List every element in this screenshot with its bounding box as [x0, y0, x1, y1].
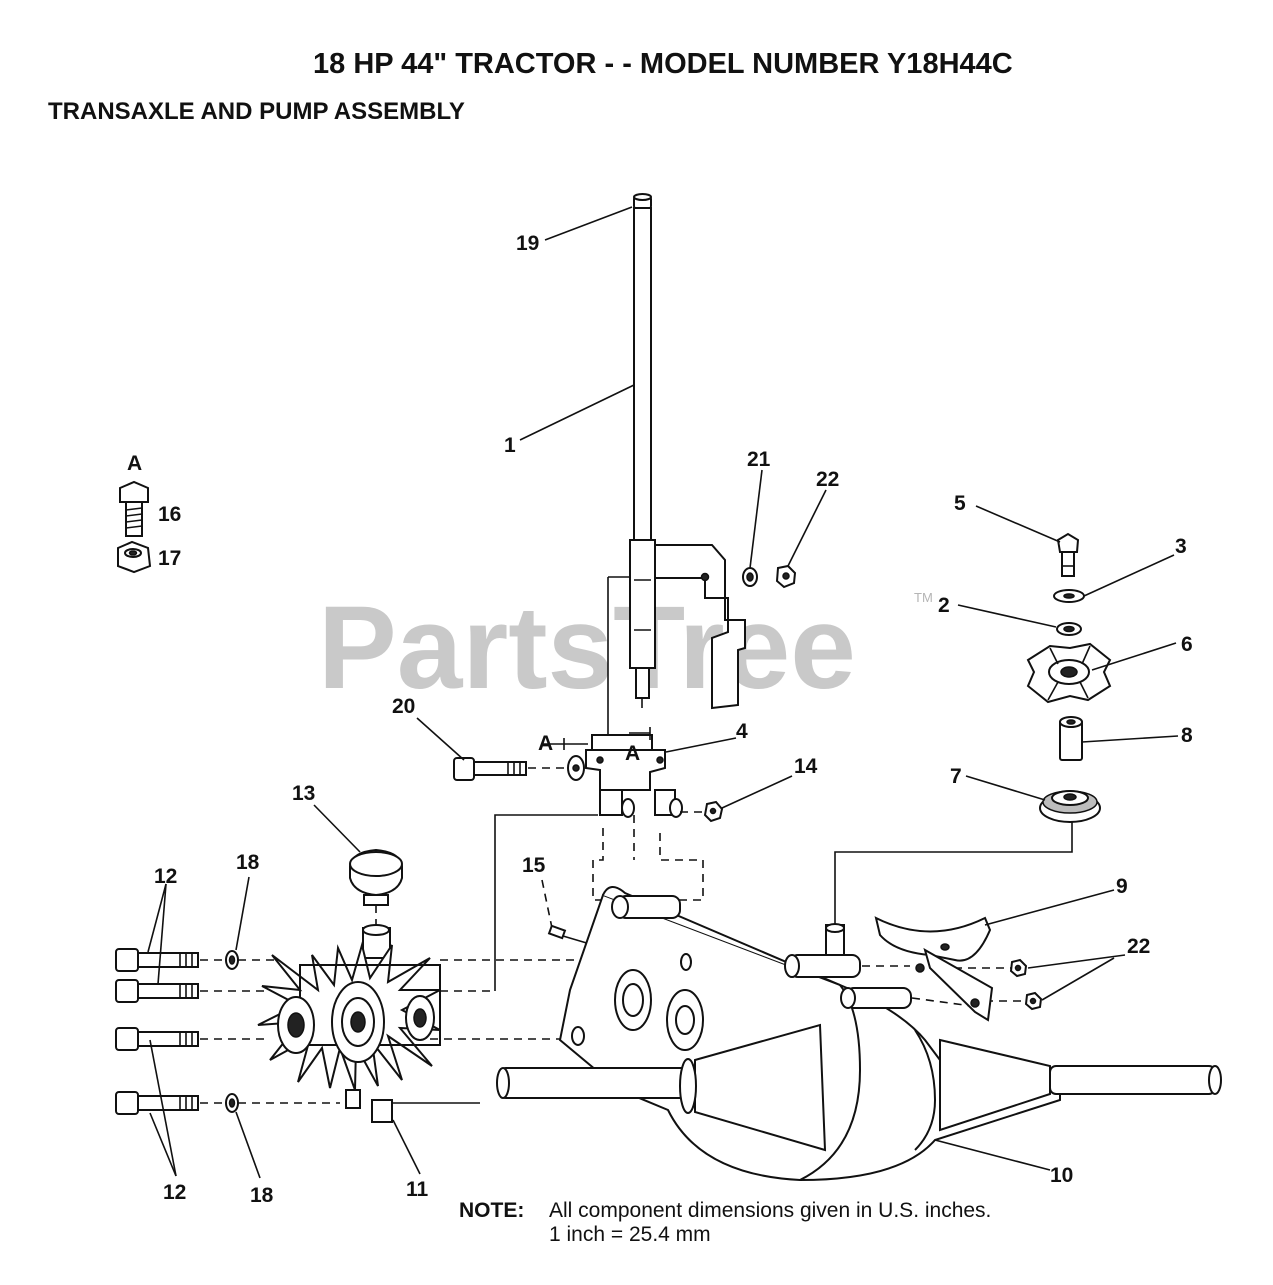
dimension-note: NOTE: All component dimensions given in …: [459, 1199, 991, 1246]
part-22-nut-upper-right: [1009, 958, 1028, 978]
section-title: TRANSAXLE AND PUMP ASSEMBLY: [48, 98, 465, 125]
part-16-bolt: [119, 480, 149, 537]
callout-7: 7: [950, 765, 962, 788]
callout-2: 2: [938, 594, 950, 617]
callout-6: 6: [1181, 633, 1193, 656]
detail-a-left-label: A: [538, 732, 553, 755]
part-3-washer: [1053, 589, 1085, 603]
callout-1: 1: [504, 434, 516, 457]
part-8-spacer: [1059, 716, 1083, 761]
detail-a-key: A: [117, 452, 152, 574]
note-line-1: All component dimensions given in U.S. i…: [549, 1199, 991, 1222]
callout-22-top: 22: [816, 468, 839, 491]
part-22-nut-top: [775, 564, 797, 589]
part-14-nut: [680, 800, 724, 823]
callout-labels: 19 1 21 22 5 3 2 6 8 7 4 14 20 13 15 9 2…: [154, 232, 1193, 1207]
watermark-trademark: TM: [914, 590, 933, 605]
part-4-linkage: [567, 734, 683, 818]
part-9-bracket: [874, 916, 994, 1022]
part-19-cap: [633, 193, 652, 210]
callout-18-top: 18: [236, 851, 260, 874]
callout-12-bottom: 12: [163, 1181, 186, 1204]
part-5-bolt: [1056, 532, 1080, 577]
part-6-fan: [1026, 642, 1112, 704]
page-title: 18 HP 44" TRACTOR - - MODEL NUMBER Y18H4…: [313, 48, 1013, 80]
detail-a-right-label: A: [625, 742, 640, 765]
callout-4: 4: [736, 720, 748, 743]
part-13-fill-cap: [349, 848, 403, 928]
part-1-shift-lever: [629, 207, 746, 710]
callout-17: 17: [158, 547, 181, 570]
part-12-bolts: [115, 948, 199, 1115]
bolt-12-row2: [115, 979, 199, 1003]
note-label: NOTE:: [459, 1199, 524, 1222]
detail-a-label: A: [127, 452, 142, 475]
callout-19: 19: [516, 232, 539, 255]
callout-12-top: 12: [154, 865, 177, 888]
part-15-pin: [541, 879, 591, 945]
callout-21: 21: [747, 448, 771, 471]
part-18-washer-top: [225, 950, 239, 970]
part-22-nut-lower-right: [1024, 991, 1043, 1011]
note-line-2: 1 inch = 25.4 mm: [549, 1223, 711, 1246]
callout-20: 20: [392, 695, 415, 718]
part-20-bolt: [453, 757, 570, 781]
part-18-washer-bottom: [225, 1093, 239, 1113]
part-11-pump: [257, 924, 441, 1123]
callout-22-right: 22: [1127, 935, 1150, 958]
callout-14: 14: [794, 755, 818, 778]
part-10-transaxle: [496, 886, 1222, 1182]
leader-lines: [147, 206, 1179, 1179]
callout-18-bottom: 18: [250, 1184, 274, 1207]
bolt-12-row3: [115, 1027, 199, 1051]
callout-13: 13: [292, 782, 315, 805]
callout-5: 5: [954, 492, 966, 515]
bolt-12-row4: [115, 1091, 199, 1115]
callout-3: 3: [1175, 535, 1187, 558]
callout-9: 9: [1116, 875, 1128, 898]
callout-8: 8: [1181, 724, 1193, 747]
callout-10: 10: [1050, 1164, 1073, 1187]
bolt-12-row1: [115, 948, 199, 972]
callout-11: 11: [406, 1178, 429, 1201]
part-7-pulley: [1039, 790, 1101, 823]
callout-15: 15: [522, 854, 546, 877]
part-17-nut: [117, 540, 152, 574]
watermark-logo: PartsTree: [318, 582, 856, 714]
callout-16: 16: [158, 503, 181, 526]
part-2-lock-washer: [1056, 622, 1082, 636]
part-21-washer: [742, 567, 758, 587]
